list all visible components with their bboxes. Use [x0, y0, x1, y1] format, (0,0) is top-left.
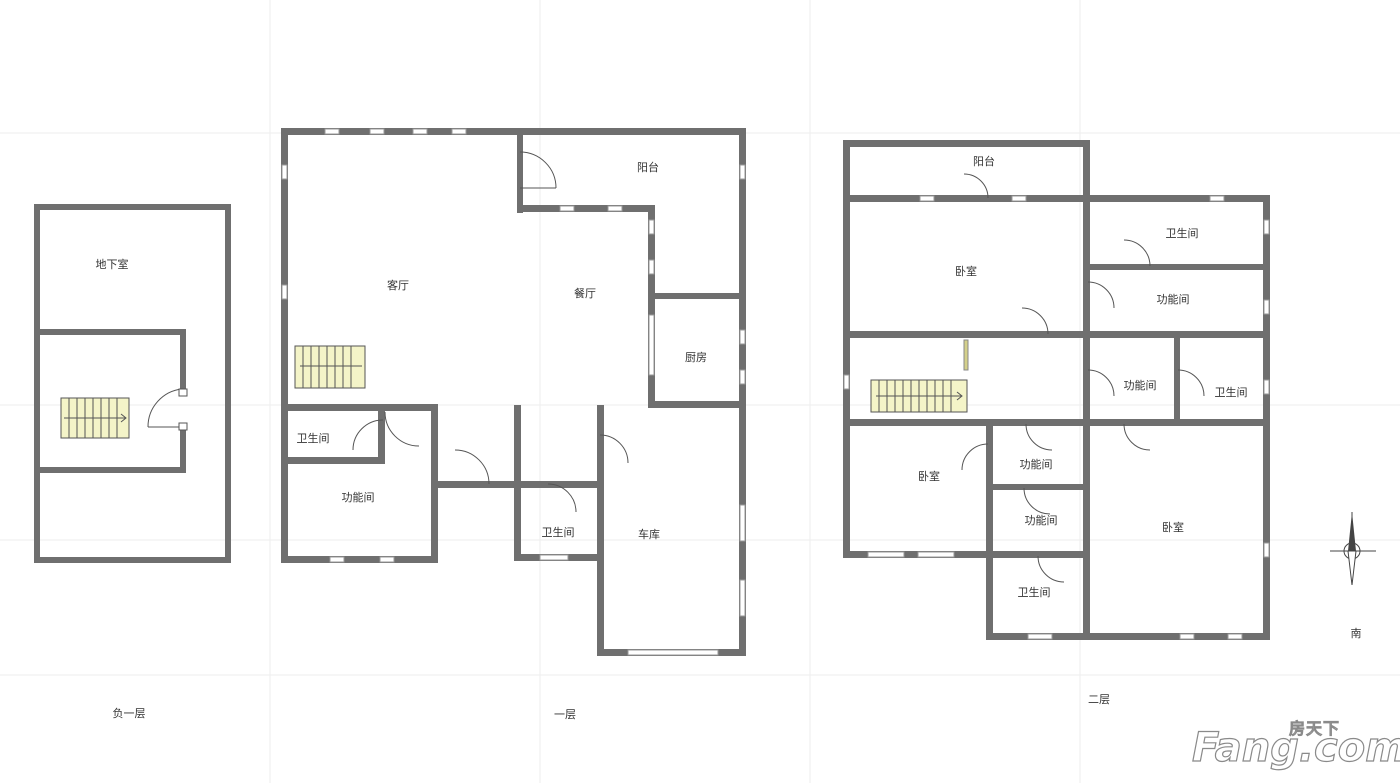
room-label-second-bedroom-b: 卧室 — [918, 470, 940, 483]
room-label-garage: 车库 — [638, 528, 660, 541]
room-label-second-utility-d: 功能间 — [1024, 514, 1058, 527]
room-label-basement: 地下室 — [95, 258, 129, 271]
watermark-logo: 房天下 Fang.com — [1191, 711, 1400, 772]
room-label-second-utility-c: 功能间 — [1019, 458, 1053, 471]
room-label-second-balcony: 阳台 — [973, 155, 995, 168]
room-label-dining-room: 餐厅 — [574, 287, 596, 300]
room-label-first-bathroom-b: 卫生间 — [541, 526, 575, 539]
room-label-second-utility-b: 功能间 — [1123, 379, 1157, 392]
room-label-kitchen: 厨房 — [685, 351, 707, 364]
floor-name-basement: 负一层 — [112, 707, 146, 720]
room-label-second-utility-a: 功能间 — [1156, 293, 1190, 306]
room-label-second-bathroom-b: 卫生间 — [1214, 386, 1248, 399]
room-label-second-bathroom-a: 卫生间 — [1165, 227, 1199, 240]
second-floor-doors — [961, 173, 1205, 583]
floor-name-second: 二层 — [1088, 693, 1110, 706]
floor-name-first: 一层 — [554, 708, 576, 721]
room-label-living-room: 客厅 — [387, 279, 409, 292]
compass-icon — [1330, 512, 1376, 586]
watermark-main-text: Fang.com — [1191, 724, 1400, 771]
watermark-top-text: 房天下 — [1288, 719, 1340, 739]
room-label-first-balcony: 阳台 — [637, 161, 659, 174]
second-floor-plan — [843, 140, 1270, 640]
room-label-second-bedroom-a: 卧室 — [955, 265, 977, 278]
room-label-second-bathroom-c: 卫生间 — [1017, 586, 1051, 599]
room-label-first-utility: 功能间 — [341, 491, 375, 504]
basement-door — [147, 388, 188, 431]
basement-plan — [34, 204, 231, 563]
first-floor-stairs — [294, 345, 366, 389]
first-floor-plan — [281, 128, 746, 656]
room-label-second-bedroom-c: 卧室 — [1162, 521, 1184, 534]
second-floor-stairs — [870, 379, 968, 413]
basement-stairs — [60, 397, 130, 439]
first-floor-doors — [352, 151, 629, 513]
room-label-first-bathroom-a: 卫生间 — [296, 432, 330, 445]
compass-direction-label: 南 — [1350, 627, 1362, 640]
